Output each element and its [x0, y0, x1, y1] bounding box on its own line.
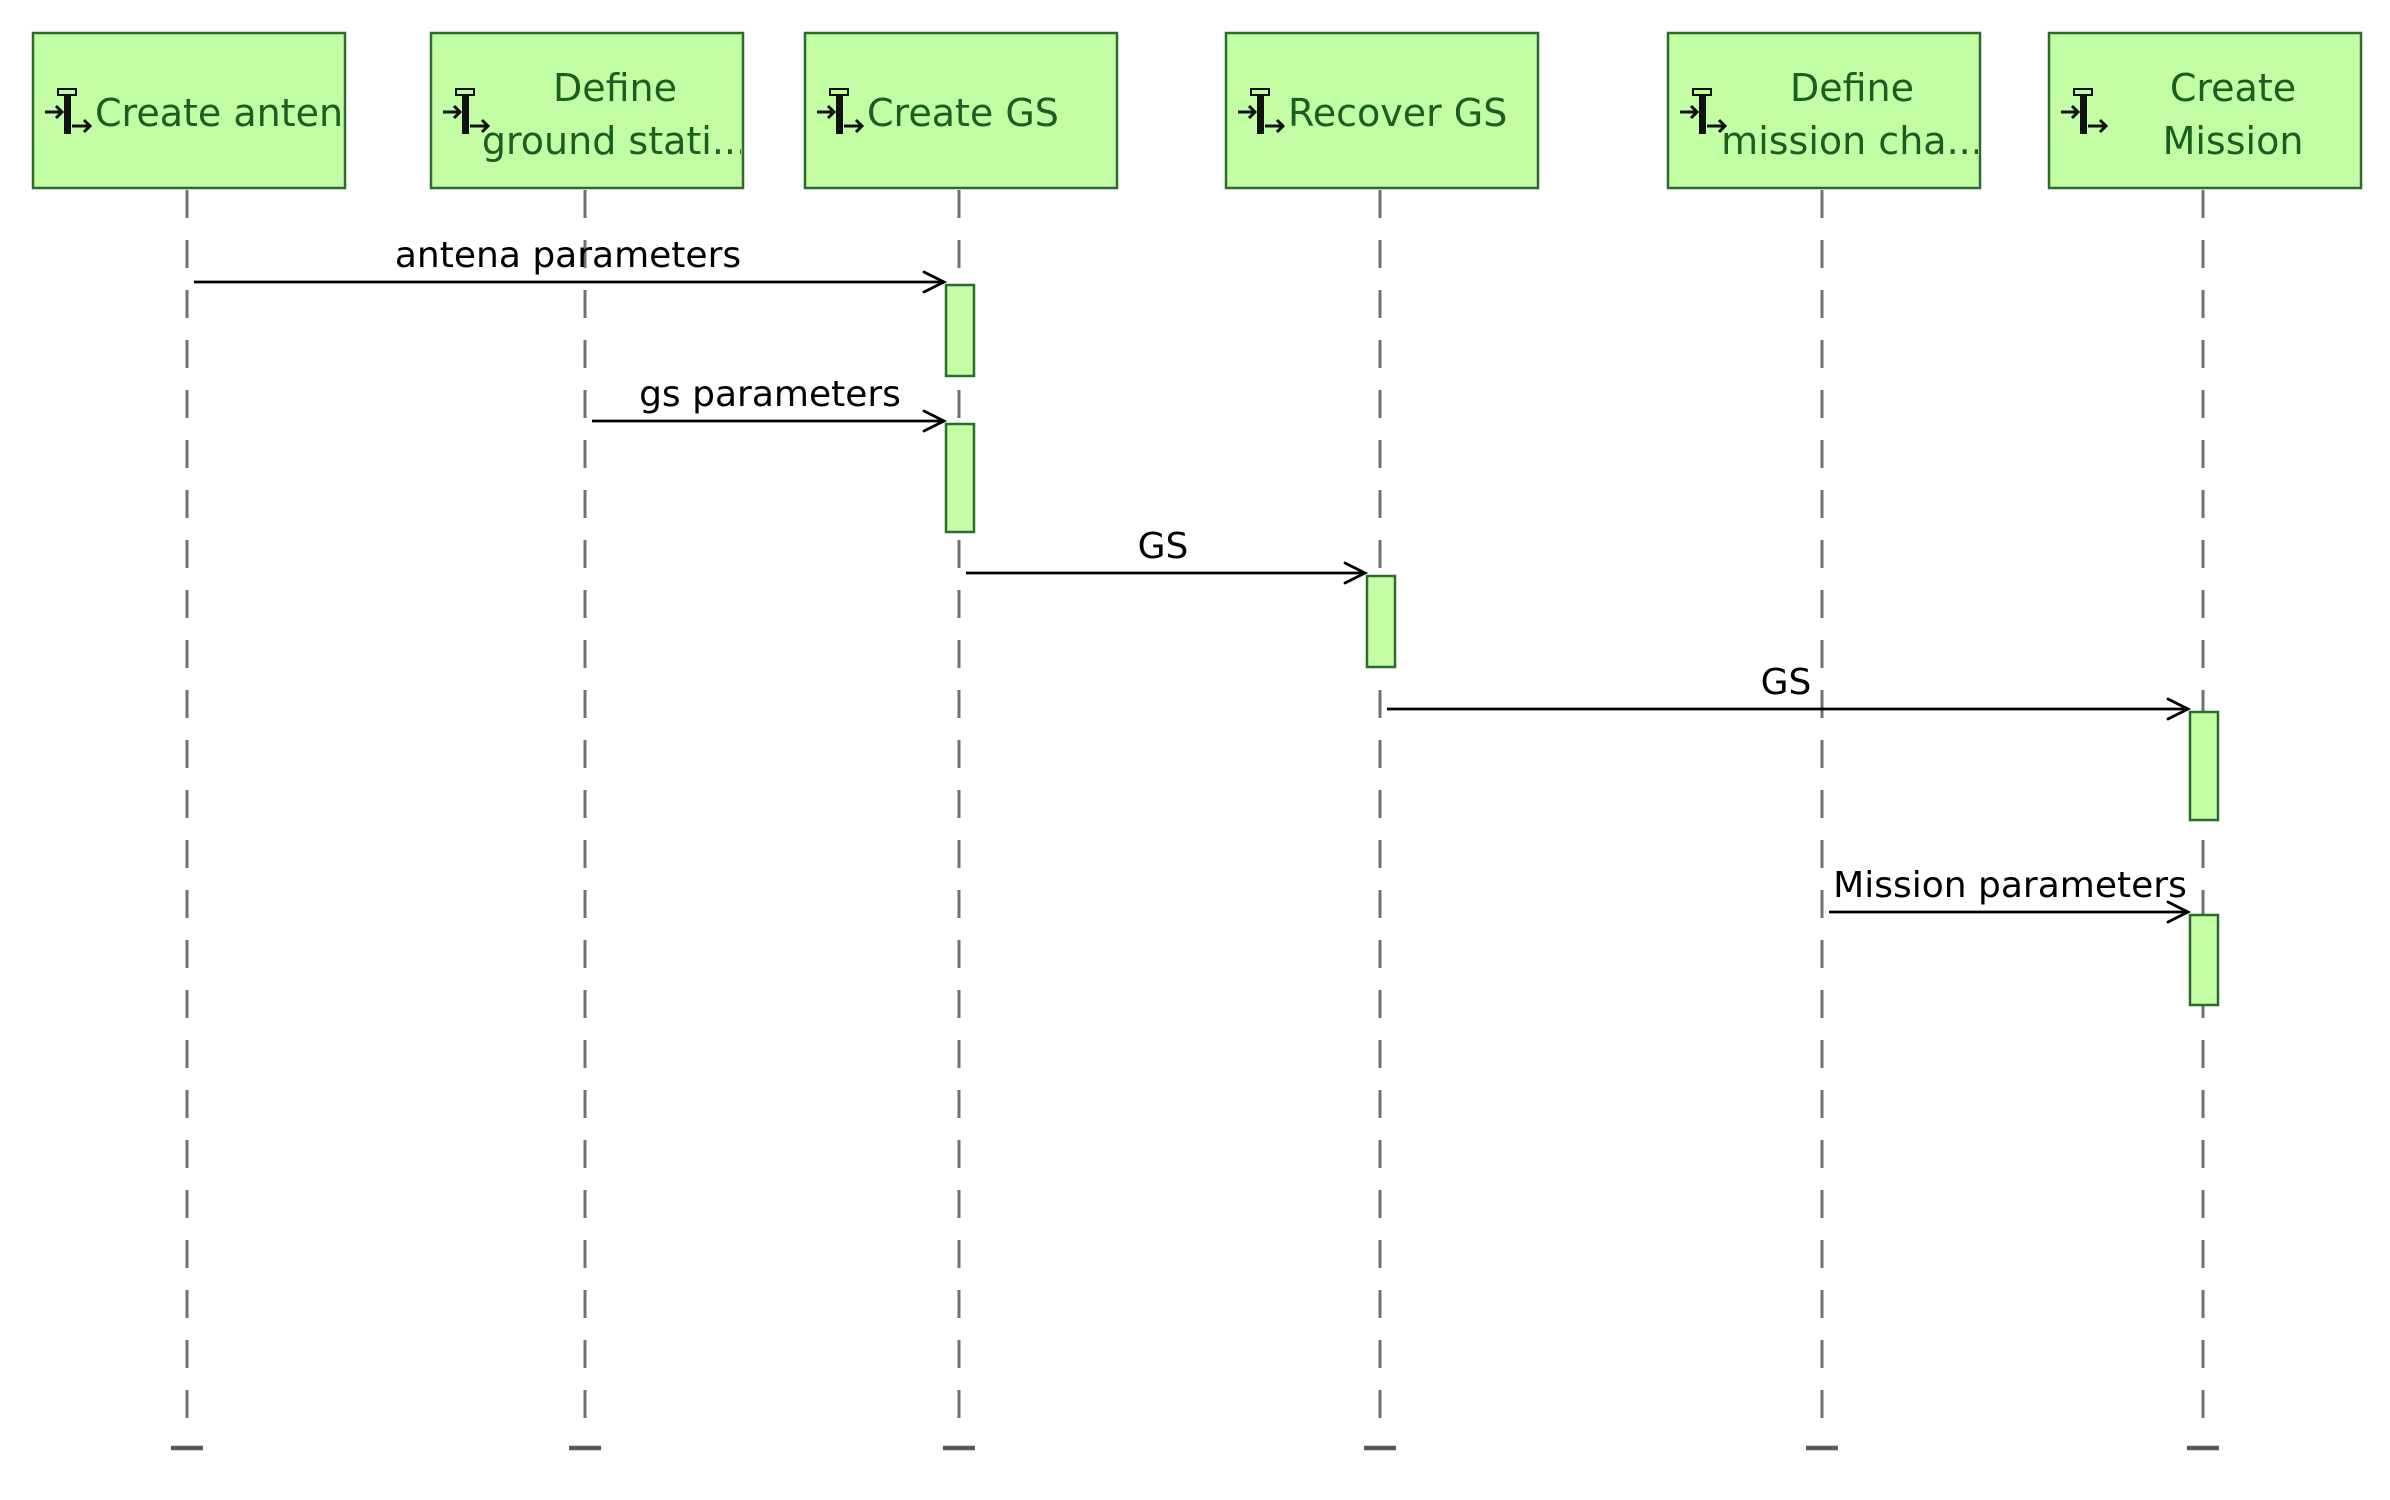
arrowhead-icon	[2166, 697, 2192, 721]
message[interactable]: Mission parameters	[1829, 865, 2192, 924]
actor-label: ground stati...	[482, 119, 748, 163]
activation-bars	[944, 283, 2220, 1007]
arrowhead-icon	[2166, 900, 2192, 924]
actor-create-antena[interactable]: Create antena	[31, 31, 366, 190]
message[interactable]: GS	[1387, 662, 2192, 721]
actor-label: Mission	[2163, 119, 2304, 163]
actor-label: Define	[1790, 66, 1914, 110]
message[interactable]: gs parameters	[592, 374, 948, 433]
actor-label: mission cha...	[1721, 119, 1983, 163]
actor-box	[803, 31, 1119, 190]
function-icon	[45, 88, 93, 134]
activation-bar	[2188, 913, 2220, 1007]
actor-box	[31, 31, 347, 190]
arrowhead-icon	[922, 409, 948, 433]
arrowhead-icon	[1343, 561, 1369, 585]
function-icon	[443, 88, 491, 134]
actor-label: Create antena	[95, 91, 366, 135]
message-label: GS	[1138, 526, 1189, 567]
message[interactable]: antena parameters	[194, 235, 948, 294]
actor-label: Create GS	[867, 91, 1059, 135]
actor-create-gs[interactable]: Create GS	[803, 31, 1119, 190]
function-icon	[1680, 88, 1728, 134]
actor-label: Recover GS	[1288, 91, 1507, 135]
actor-box	[1666, 31, 1982, 190]
arrowhead-icon	[922, 270, 948, 294]
actor-box	[429, 31, 745, 190]
activation-bar	[2188, 710, 2220, 822]
actor-recover-gs[interactable]: Recover GS	[1224, 31, 1540, 190]
actors: Create antena Define ground stati... Create…	[31, 31, 2363, 190]
message[interactable]: GS	[966, 526, 1369, 585]
actor-box	[1224, 31, 1540, 190]
message-label: Mission parameters	[1833, 865, 2187, 906]
actor-define-mission[interactable]: Define mission cha...	[1666, 31, 1983, 190]
message-label: GS	[1761, 662, 1812, 703]
function-icon	[817, 88, 865, 134]
message-label: gs parameters	[639, 374, 901, 415]
actor-label: Create	[2170, 66, 2296, 110]
actor-label: Define	[553, 66, 677, 110]
function-icon	[2061, 88, 2109, 134]
message-label: antena parameters	[395, 235, 741, 276]
function-icon	[1238, 88, 1286, 134]
activation-bar	[1365, 574, 1397, 669]
activation-bar	[944, 422, 976, 534]
actor-define-ground-station[interactable]: Define ground stati...	[429, 31, 748, 190]
lifelines	[171, 190, 2219, 1451]
actor-box	[2047, 31, 2363, 190]
activation-bar	[944, 283, 976, 378]
